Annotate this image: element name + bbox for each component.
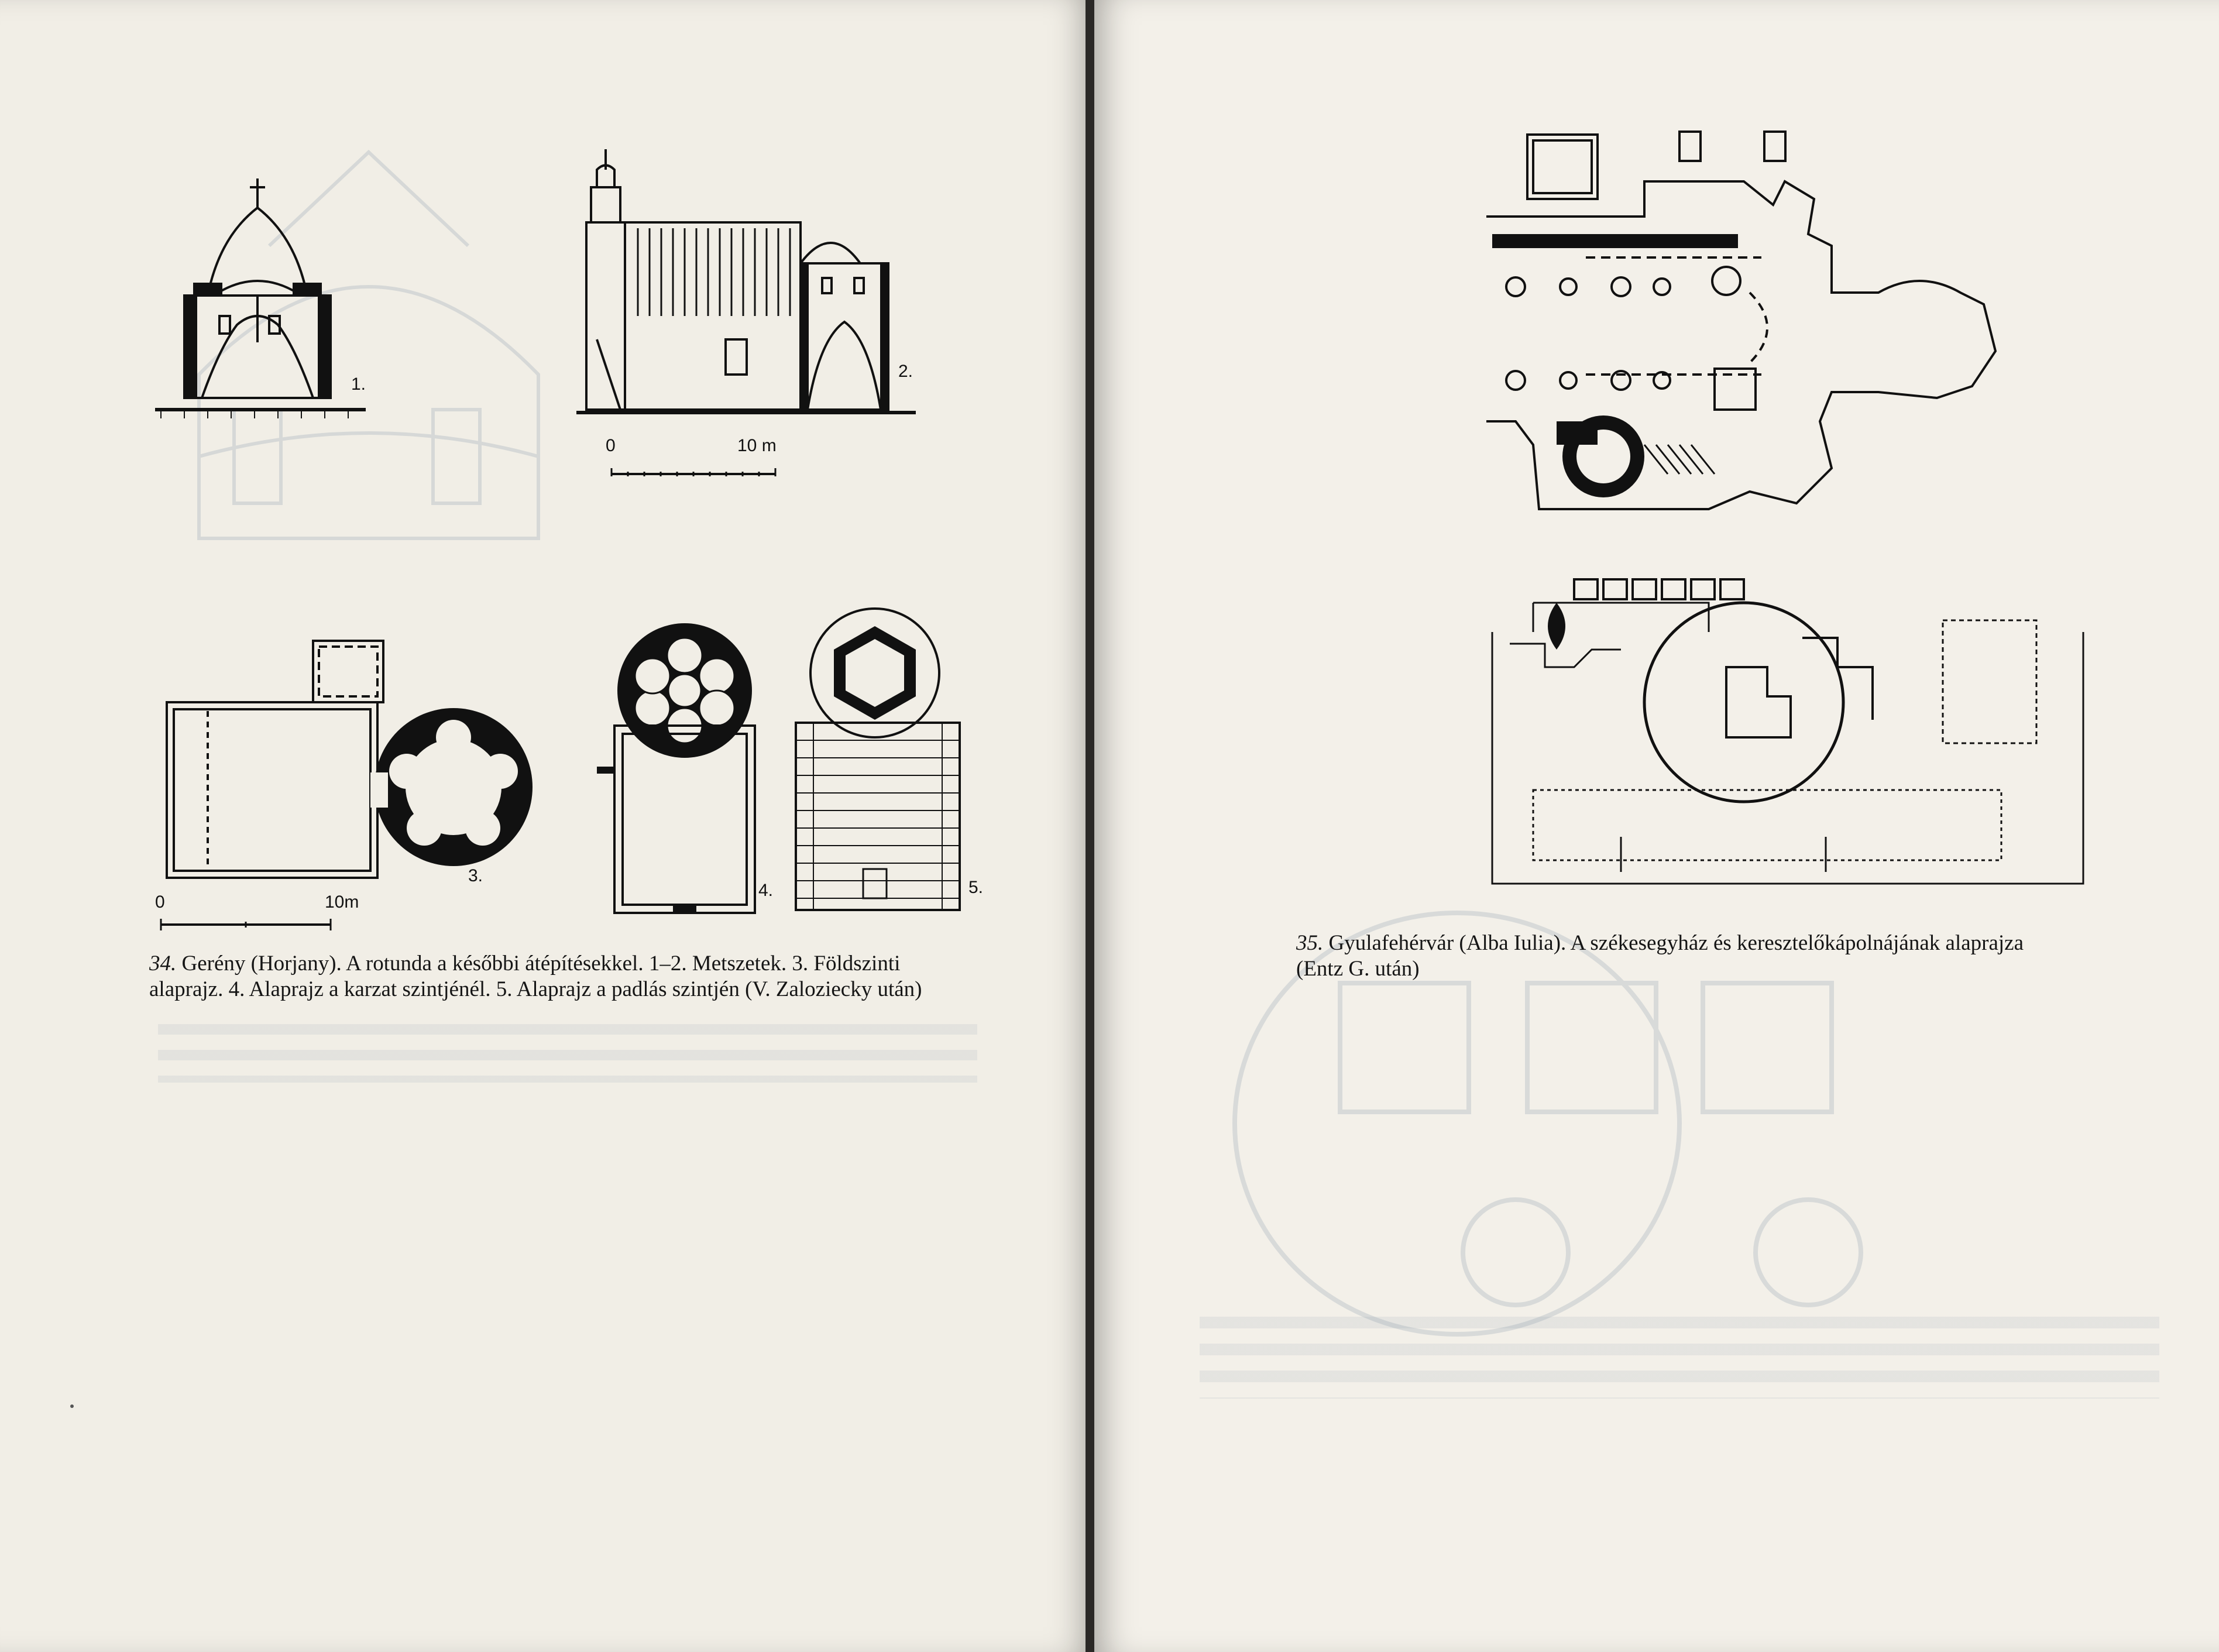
caption-line-1: Gerény (Horjany). A rotunda a későbbi át…: [181, 952, 901, 976]
right-page: 35. Gyulafehérvár (Alba Iulia). A székes…: [1094, 0, 2219, 1652]
scale-bar-top: [606, 456, 781, 480]
section-drawing-2: [573, 146, 919, 421]
scale-top-end: 10 m: [737, 436, 777, 455]
figure-label-4: 4.: [758, 881, 774, 900]
figure-label-1: 1.: [351, 375, 366, 394]
show-through-caption-left: [158, 1024, 977, 1083]
ground-floor-plan-3: [149, 638, 535, 889]
figure-label-3: 3.: [468, 866, 483, 885]
cathedral-plan: [1469, 117, 2054, 521]
caption-line-1: Gyulafehérvár (Alba Iulia). A székesegyh…: [1328, 931, 2024, 955]
caption-line-2: alaprajz. 4. Alaprajz a karzat szintjéné…: [149, 977, 922, 1001]
scale-bottom-end: 10m: [325, 892, 359, 912]
page-speck: [70, 1404, 74, 1408]
figure-caption-35: 35. Gyulafehérvár (Alba Iulia). A székes…: [1296, 930, 2024, 982]
section-drawing-1: [149, 173, 372, 424]
scale-bottom-start: 0: [155, 892, 165, 912]
left-page: 1.: [0, 0, 1091, 1652]
scale-top-start: 0: [606, 436, 616, 455]
figure-caption-34: 34. Gerény (Horjany). A rotunda a később…: [149, 951, 922, 1002]
baptistery-plan: [1475, 568, 2095, 907]
scale-bar-bottom: [155, 916, 342, 939]
caption-line-2: (Entz G. után): [1296, 957, 1420, 981]
gallery-level-plan-4: [597, 620, 778, 925]
figure-label-2: 2.: [898, 362, 913, 381]
figure-label-5: 5.: [968, 878, 984, 897]
show-through-drawing-left: [164, 129, 573, 553]
attic-level-plan-5: [784, 603, 977, 919]
show-through-drawing-right: [1211, 878, 1972, 1361]
caption-number: 35.: [1296, 931, 1324, 955]
caption-number: 34.: [149, 952, 177, 976]
show-through-caption-right: [1200, 1317, 2159, 1399]
